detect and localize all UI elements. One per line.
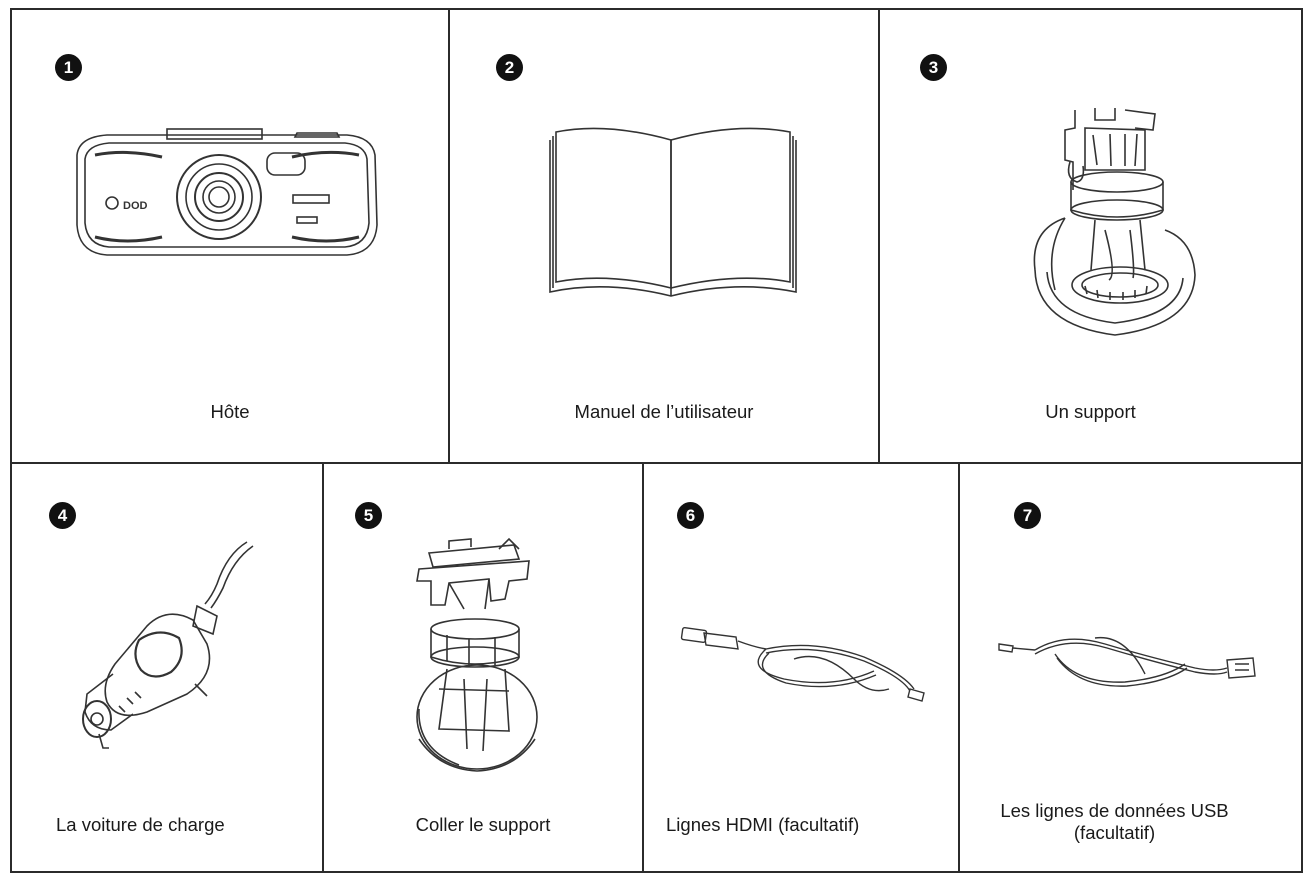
dashcam-icon: DOD <box>76 128 378 256</box>
item-label: La voiture de charge <box>56 814 225 835</box>
car-charger-icon <box>82 541 254 749</box>
item-number-badge: 5 <box>355 502 382 529</box>
usb-cable-icon <box>998 636 1256 687</box>
open-book-icon <box>549 127 797 297</box>
brand-logo-text: DOD <box>123 200 148 212</box>
item-label: Coller le support <box>415 814 551 835</box>
adhesive-mount-icon <box>416 537 538 772</box>
suction-mount-icon <box>1033 108 1196 336</box>
item-number-badge: 2 <box>496 54 523 81</box>
item-label-line-1: Les lignes de données USB <box>1000 800 1229 821</box>
item-hdmi-cable: 6 Lignes HDMI (facultatif) <box>644 464 958 871</box>
item-label-line-2: (facultatif) <box>1073 822 1156 843</box>
item-number-badge: 1 <box>55 54 82 81</box>
item-user-manual: 2 Manuel de l’utilisateur <box>450 10 878 462</box>
item-car-charger: 4 La voiture de charge <box>12 464 322 871</box>
item-number-badge: 4 <box>49 502 76 529</box>
item-label: Manuel de l’utilisateur <box>574 401 754 422</box>
item-label: Un support <box>1045 401 1136 422</box>
item-usb-cable: 7 Les lignes de données USB (facultatif) <box>960 464 1301 871</box>
item-number-badge: 7 <box>1014 502 1041 529</box>
item-number-badge: 6 <box>677 502 704 529</box>
item-number-badge: 3 <box>920 54 947 81</box>
hdmi-cable-icon <box>680 626 925 702</box>
item-host: 1 DOD Hôte <box>12 10 448 462</box>
item-label: Hôte <box>210 401 250 422</box>
item-label: Lignes HDMI (facultatif) <box>666 814 860 835</box>
item-adhesive-mount: 5 Coller le support <box>324 464 642 871</box>
item-mount: 3 Un support <box>880 10 1301 462</box>
